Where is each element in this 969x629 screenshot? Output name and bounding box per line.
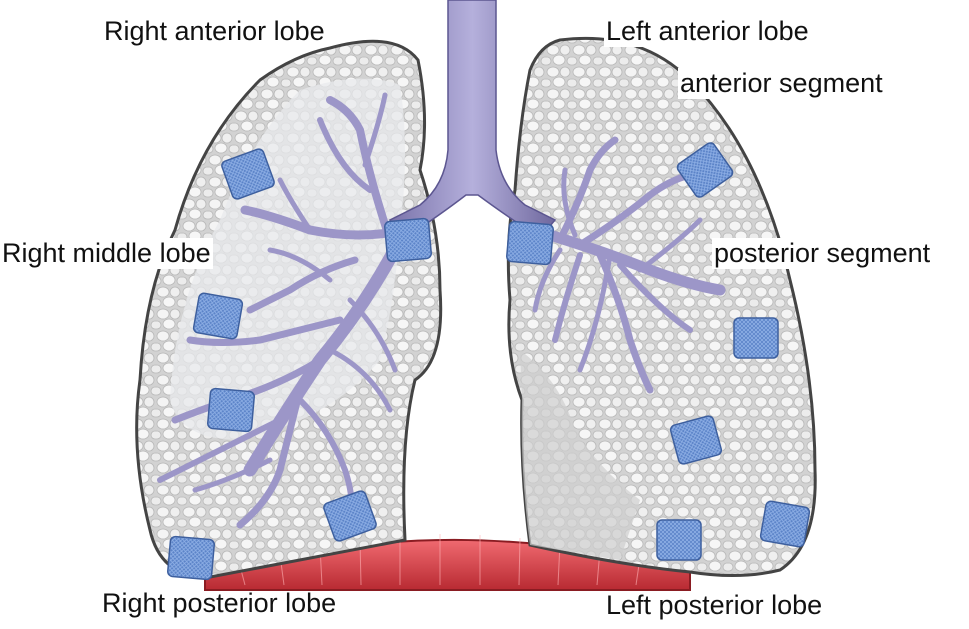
label-left-anterior-lobe: Left anterior lobe <box>604 16 811 47</box>
label-right-middle-lobe: Right middle lobe <box>0 238 213 269</box>
electrode-pad <box>207 387 255 433</box>
label-right-anterior-lobe: Right anterior lobe <box>102 16 327 47</box>
label-anterior-segment: anterior segment <box>678 68 885 99</box>
electrode-pad <box>221 148 275 200</box>
electrode-pads <box>167 142 811 581</box>
electrode-pad <box>192 292 244 340</box>
electrode-pad <box>323 490 377 542</box>
electrode-pad <box>733 317 779 359</box>
bronchial-tree-left <box>532 136 726 394</box>
label-left-posterior-lobe: Left posterior lobe <box>606 590 823 620</box>
electrode-pad <box>167 535 215 581</box>
label-posterior-segment: posterior segment <box>712 238 933 269</box>
electrode-pad <box>384 217 432 263</box>
electrode-pad <box>506 220 554 266</box>
electrode-pad <box>669 415 723 465</box>
electrode-pad <box>676 142 734 198</box>
electrode-pad <box>759 500 811 548</box>
trachea <box>388 0 557 239</box>
label-right-posterior-lobe: Right posterior lobe <box>102 588 337 618</box>
electrode-pad <box>656 519 702 561</box>
